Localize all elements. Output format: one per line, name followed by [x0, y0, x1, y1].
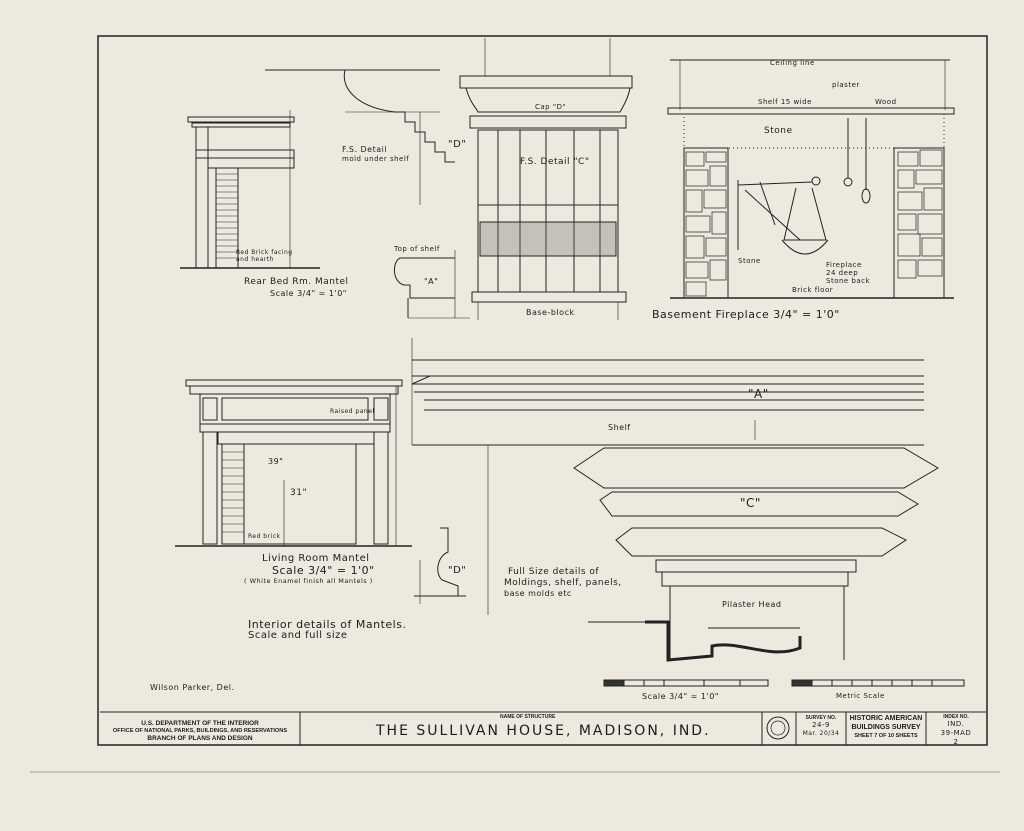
survey-seal-icon: [766, 716, 790, 740]
index-line-3: 2: [953, 737, 959, 746]
wood-label: Wood: [875, 98, 897, 106]
cap-d-label: Cap "D": [535, 103, 567, 111]
a-mark-small: "A": [424, 277, 439, 286]
rear-bed-mantel-title: Rear Bed Rm. Mantel: [244, 277, 349, 287]
living-room-mantel-scale: Scale 3/4" = 1'0": [272, 564, 375, 577]
name-of-structure-label: NAME OF STRUCTURE: [500, 714, 556, 720]
scale-bars: [603, 679, 965, 687]
living-room-mantel-title: Living Room Mantel: [262, 553, 370, 564]
mold-under-shelf-profile: [265, 69, 455, 205]
index-block: INDEX NO. IND. 39-MAD 2: [927, 714, 985, 747]
red-brick-facing-label-1: Red Brick facing: [236, 249, 293, 256]
base-block-label: Base-block: [526, 308, 575, 317]
molding-a-full-size: [411, 338, 924, 615]
a-mark-large: "A": [748, 387, 769, 401]
rear-bed-mantel-scale: Scale 3/4" = 1'0": [270, 289, 347, 298]
shelf-wide-label: Shelf 15 wide: [758, 98, 812, 106]
habs-line-2: BUILDINGS SURVEY: [851, 723, 921, 731]
pilaster-head-label: Pilaster Head: [722, 600, 782, 609]
habs-line-1: HISTORIC AMERICAN: [849, 715, 923, 722]
dept-block: U.S. DEPARTMENT OF THE INTERIOR OFFICE O…: [104, 720, 296, 743]
delineator-label: Wilson Parker, Del.: [150, 683, 235, 692]
dim-39: 39": [268, 457, 284, 466]
plaster-label: plaster: [832, 81, 860, 89]
raised-panel-label: Raised panel: [330, 408, 375, 415]
structure-name: THE SULLIVAN HOUSE, MADISON, IND.: [376, 723, 711, 739]
ceiling-line-label: Ceiling line: [770, 59, 815, 67]
mold-under-shelf-label: mold under shelf: [342, 155, 410, 163]
interior-details-title-2: Scale and full size: [248, 630, 348, 641]
stone-lintel-label: Stone: [764, 126, 793, 136]
d-profile-bottom: [414, 527, 466, 604]
red-brick-label: Red brick: [248, 533, 281, 540]
red-brick-facing-label-2: and hearth: [236, 256, 274, 263]
molding-c-full-size: [573, 420, 939, 660]
survey-date: Mar. 20/34: [802, 730, 840, 737]
fireplace-note-2: 24 deep: [826, 269, 859, 277]
basement-fireplace-title: Basement Fireplace 3/4" = 1'0": [652, 308, 840, 321]
pilaster-head-section: [588, 620, 802, 662]
dept-line-2: OFFICE OF NATIONAL PARKS, BUILDINGS, AND…: [112, 728, 288, 735]
full-size-note-1: Full Size details of: [508, 567, 600, 577]
stone-left-label: Stone: [738, 257, 761, 265]
fireplace-note-3: Stone back: [826, 277, 871, 285]
fs-detail-label: F.S. Detail: [342, 145, 388, 154]
dept-line-3: BRANCH OF PLANS AND DESIGN: [147, 735, 253, 743]
shelf-label: Shelf: [608, 423, 631, 432]
fireplace-note-1: Fireplace: [826, 261, 862, 269]
d-mark-top: "D": [448, 139, 467, 150]
living-room-mantel-elevation: [175, 379, 412, 547]
fs-detail-c-label: F.S. Detail "C": [520, 157, 590, 167]
survey-no: 24-9: [812, 721, 830, 730]
d-mark-bottom: "D": [448, 565, 467, 576]
interior-details-title-1: Interior details of Mantels.: [248, 618, 407, 631]
full-size-note-3: base molds etc: [504, 589, 572, 598]
basement-fireplace-elevation: [667, 59, 955, 299]
scale-bar-label: Scale 3/4" = 1'0": [642, 692, 719, 701]
sheet-number: SHEET 7 OF 10 SHEETS: [854, 732, 918, 739]
survey-block: SURVEY NO. 24-9 Mar. 20/34: [797, 715, 845, 738]
brick-floor-label: Brick floor: [792, 286, 834, 294]
survey-no-label: SURVEY NO.: [805, 715, 837, 721]
top-of-shelf-label: Top of shelf: [394, 245, 440, 253]
pilaster-detail-c: [459, 38, 633, 320]
white-enamel-note: ( White Enamel finish all Mantels ): [244, 577, 373, 585]
full-size-note-2: Moldings, shelf, panels,: [504, 578, 622, 588]
dim-31: 31": [290, 488, 308, 498]
index-line-1: IND.: [947, 720, 965, 729]
rear-bed-mantel-elevation: [180, 110, 320, 269]
dept-line-1: U.S. DEPARTMENT OF THE INTERIOR: [141, 720, 259, 727]
metric-scale-label: Metric Scale: [836, 692, 885, 700]
top-of-shelf-profile: [394, 250, 470, 319]
habs-block: HISTORIC AMERICAN BUILDINGS SURVEY SHEET…: [847, 715, 925, 739]
c-mark-large: "C": [740, 496, 761, 510]
index-line-2: 39-MAD: [940, 729, 972, 737]
index-no-label: INDEX NO.: [943, 714, 969, 720]
